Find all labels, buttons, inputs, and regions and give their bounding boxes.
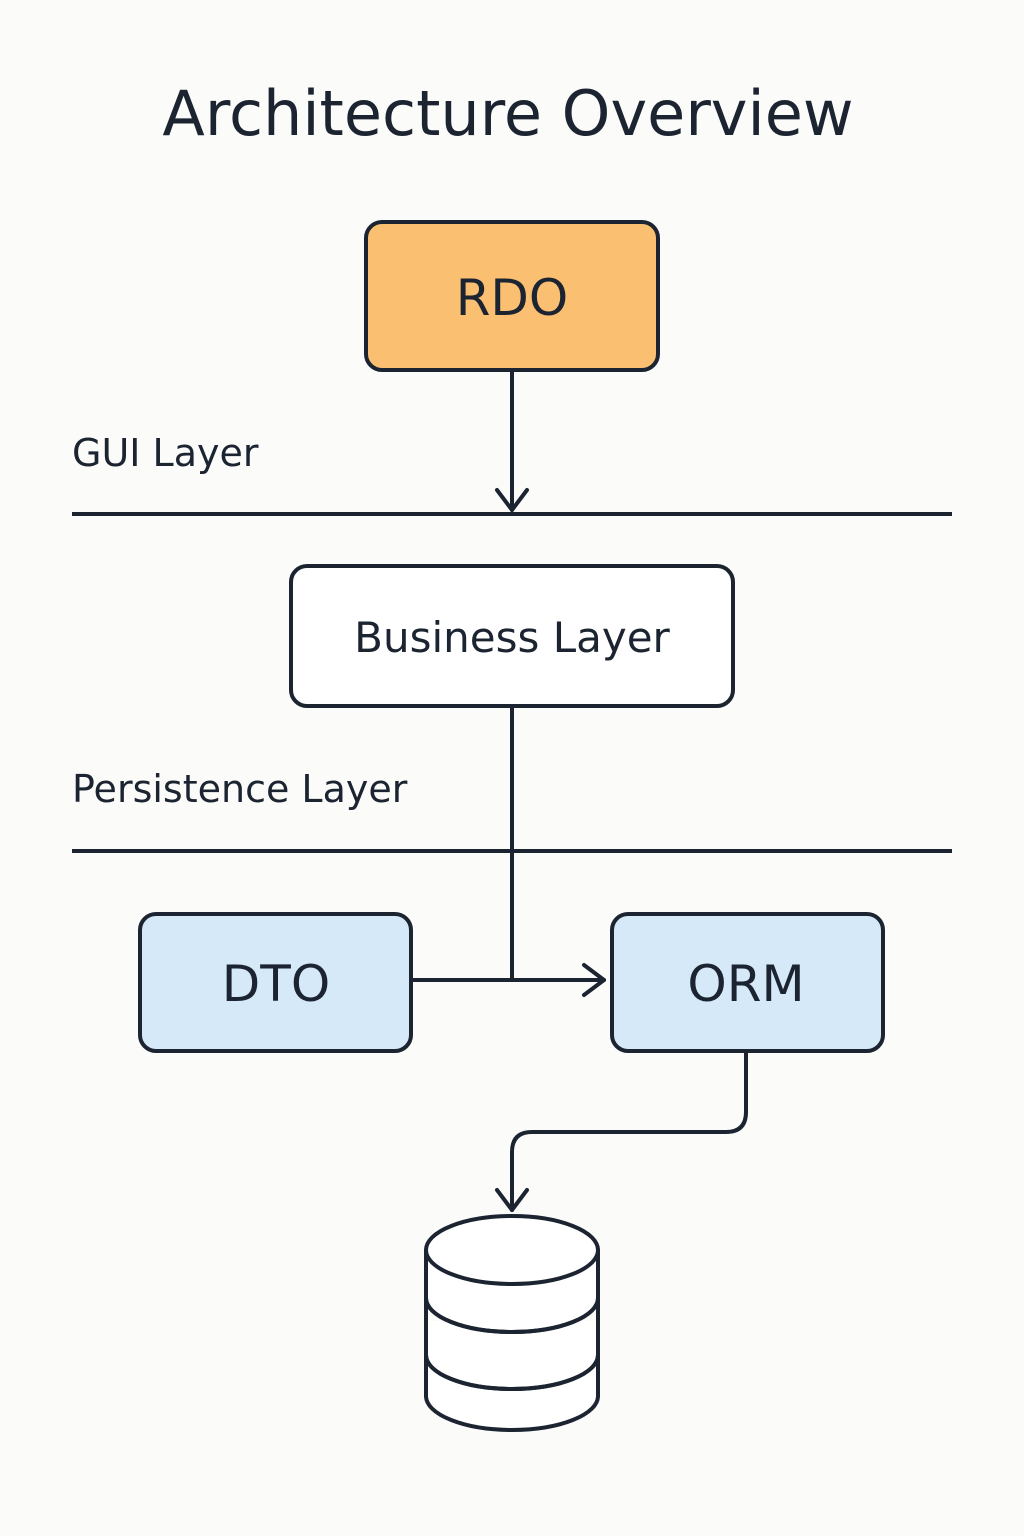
orm-node[interactable]: ORM (610, 912, 885, 1053)
diagram-title: Architecture Overview (162, 77, 853, 150)
orm-to-database-connector (495, 1051, 748, 1212)
rdo-down-connector (495, 370, 529, 512)
orm-node-box (610, 912, 885, 1053)
gui-layer-label: GUI Layer (72, 431, 259, 475)
dto-node[interactable]: DTO (138, 912, 413, 1053)
dto-node-box (138, 912, 413, 1053)
business-layer-node[interactable]: Business Layer (289, 564, 735, 708)
dto-to-orm-connector (410, 963, 606, 997)
rdo-node-label: RDO (456, 269, 569, 327)
rdo-node[interactable]: RDO (364, 220, 660, 372)
database-icon (424, 1214, 600, 1432)
dto-node-label: DTO (222, 955, 330, 1013)
orm-node-label: ORM (687, 955, 804, 1013)
business-layer-node-label: Business Layer (354, 613, 670, 662)
persistence-layer-label: Persistence Layer (72, 767, 408, 811)
